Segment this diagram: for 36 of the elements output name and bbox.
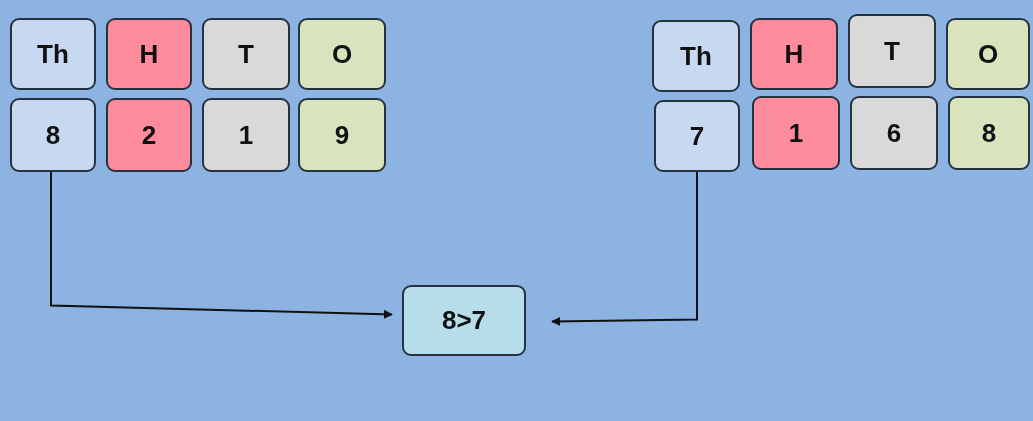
box-text: 2 — [141, 119, 157, 151]
box-text: Th — [37, 38, 69, 70]
digit-box — [848, 14, 936, 88]
digit-box — [948, 96, 1030, 170]
box-text: 8>7 — [441, 305, 487, 336]
digit-box — [10, 98, 96, 172]
result-box — [402, 285, 526, 356]
box-text: 9 — [334, 119, 350, 151]
digit-box — [106, 18, 192, 90]
box-text: T — [884, 35, 900, 67]
digit-box — [750, 18, 838, 90]
digit-box — [10, 18, 96, 90]
box-text: 8 — [981, 117, 997, 149]
box-text: O — [977, 38, 999, 70]
digit-box — [652, 20, 740, 92]
box-text: 1 — [788, 117, 804, 149]
box-text: Th — [680, 40, 712, 72]
digit-box — [202, 98, 290, 172]
box-text: H — [139, 38, 159, 70]
box-text: O — [331, 38, 353, 70]
digit-box — [752, 96, 840, 170]
connector-arrow — [551, 171, 698, 326]
box-text: 6 — [886, 117, 902, 149]
digit-box — [298, 18, 386, 90]
box-text: 1 — [238, 119, 254, 151]
digit-box — [654, 100, 740, 172]
digit-box — [202, 18, 290, 90]
digit-box — [298, 98, 386, 172]
box-text: 8 — [45, 119, 61, 151]
box-text: 7 — [689, 120, 705, 152]
connector-arrow — [50, 171, 393, 319]
digit-box — [946, 18, 1030, 90]
digit-box — [850, 96, 938, 170]
digit-box — [106, 98, 192, 172]
box-text: T — [238, 38, 254, 70]
box-text: H — [784, 38, 804, 70]
